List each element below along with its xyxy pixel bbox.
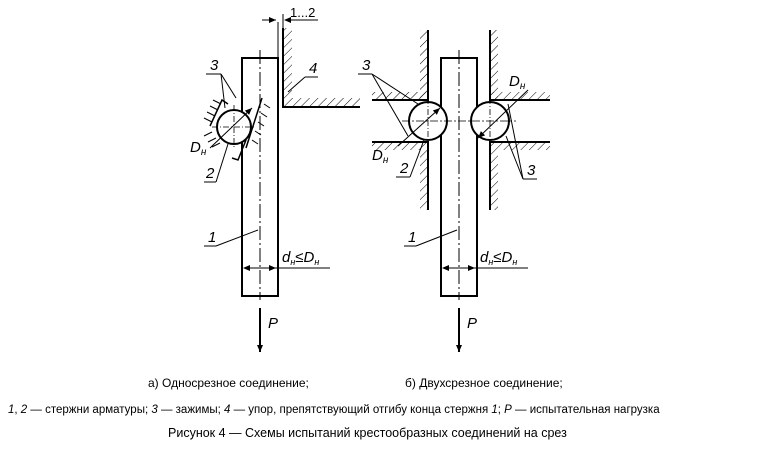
gap-dimension-label: 1...2: [290, 5, 315, 20]
rod-diameter-label-b: dн≤Dн: [480, 249, 517, 267]
label-3-b-right: 3: [527, 162, 536, 179]
clamp-3-b-right-lower: [489, 141, 550, 210]
label-4-a: 4: [309, 60, 317, 77]
load-label-a: P: [268, 315, 278, 332]
diameter-label-a: Dн: [190, 139, 207, 158]
clamp-3-a-upper: [209, 98, 229, 127]
clamp-3-a-lower: [231, 139, 247, 161]
stop-4-hatch-v: [283, 28, 292, 106]
label-1-a: 1: [208, 229, 216, 246]
caption-b: б) Двухсрезное соединение;: [405, 376, 563, 390]
clamp-3-b-left-upper: [372, 30, 429, 101]
scheme-a: 1...2 Dн 3 2 4 1 dн≤Dн: [190, 5, 360, 352]
stop-4: [282, 28, 360, 108]
legend: 1, 2 — стержни арматуры; 3 — зажимы; 4 —…: [8, 404, 660, 416]
diameter-label-b-right: Dн: [509, 73, 526, 92]
rod-diameter-label-a: dн≤Dн: [282, 249, 319, 267]
diameter-label-b-left: Dн: [372, 147, 389, 166]
stop-4-hatch-h: [292, 98, 360, 107]
label-2-b: 2: [399, 160, 409, 177]
load-label-b: P: [467, 315, 477, 332]
caption-a: а) Односрезное соединение;: [148, 376, 309, 390]
label-3-a: 3: [210, 57, 219, 74]
label-1-b: 1: [408, 229, 416, 246]
clamp-3-a-right: [245, 97, 263, 149]
figure-title: Рисунок 4 — Схемы испытаний крестообразн…: [168, 426, 567, 440]
label-2-a: 2: [205, 165, 215, 182]
label-3-b-left: 3: [362, 57, 371, 74]
scheme-b: Dн Dн 3 3 2 1 dн≤Dн P: [358, 30, 550, 352]
